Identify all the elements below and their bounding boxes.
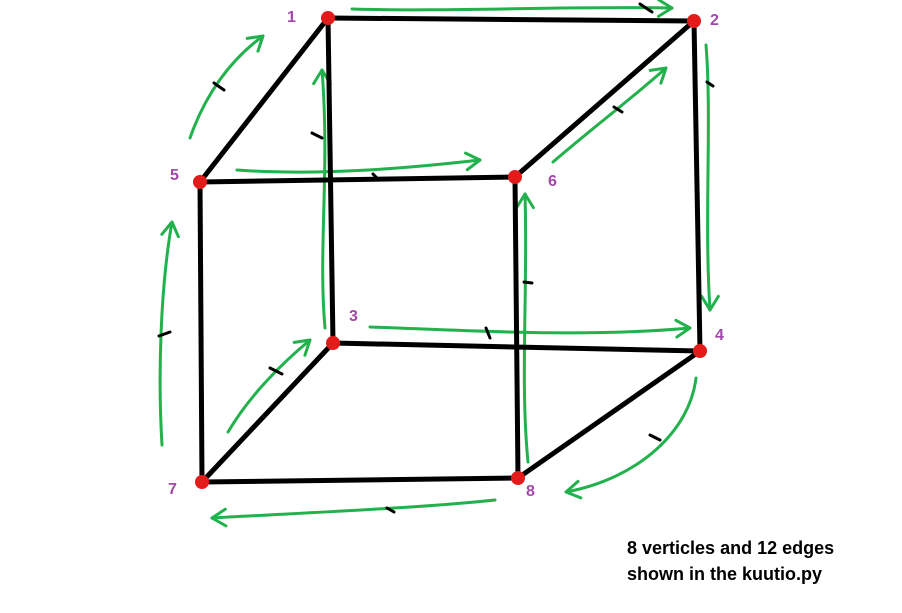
- edge-5-1: [197, 15, 331, 185]
- direction-arrow-9: [368, 318, 692, 339]
- edge-tick-4: [371, 172, 381, 182]
- edge-tick-10: [385, 506, 396, 514]
- edge-tick-1: [638, 2, 654, 14]
- vertex-label-5: 5: [170, 167, 179, 184]
- edge-3-4: [330, 340, 703, 354]
- edge-8-7: [199, 475, 521, 485]
- vertex-label-8: 8: [526, 483, 535, 500]
- edge-tick-9: [268, 366, 284, 376]
- edge-7-3: [199, 340, 336, 485]
- vertex-label-3: 3: [349, 308, 358, 325]
- cube-edges: [197, 15, 703, 485]
- vertex-labels: 1 2 3 4 5 6 7 8: [168, 9, 724, 500]
- vertex-label-1: 1: [287, 9, 296, 26]
- vertex-label-6: 6: [548, 173, 557, 190]
- edge-tick-11: [648, 433, 662, 442]
- vertex-4: [693, 344, 707, 358]
- direction-arrow-6: [551, 66, 668, 164]
- edge-tick-12: [212, 81, 226, 92]
- vertex-6: [508, 170, 522, 184]
- vertex-label-4: 4: [715, 327, 724, 344]
- direction-arrow-11: [564, 376, 698, 500]
- vertex-3: [326, 336, 340, 350]
- caption-line-1: 8 verticles and 12 edges: [627, 538, 834, 558]
- edge-7-5: [197, 179, 205, 485]
- edge-tick-7: [484, 326, 492, 340]
- edge-tick-5: [310, 131, 324, 140]
- cube-vertices: [193, 11, 707, 489]
- direction-arrows: [158, 0, 720, 528]
- edge-1-2: [325, 15, 697, 24]
- edge-2-6: [512, 18, 697, 180]
- edge-tick-3: [612, 105, 624, 114]
- caption-line-2: shown in the kuutio.py: [627, 564, 822, 584]
- direction-arrow-10: [226, 338, 312, 434]
- edge-4-8: [515, 348, 703, 481]
- vertex-label-2: 2: [710, 12, 719, 29]
- edge-tick-2: [705, 80, 715, 88]
- vertex-1: [321, 11, 335, 25]
- direction-arrow-12: [210, 498, 497, 528]
- vertex-label-7: 7: [168, 481, 177, 498]
- edge-5-6: [197, 174, 518, 185]
- vertex-2: [687, 14, 701, 28]
- vertex-8: [511, 471, 525, 485]
- edge-2-4: [691, 18, 703, 354]
- edge-tick-6: [522, 280, 534, 285]
- direction-arrow-2: [700, 43, 720, 312]
- direction-arrow-4: [235, 151, 482, 174]
- vertex-5: [193, 175, 207, 189]
- direction-arrow-3: [188, 34, 265, 140]
- edge-ticks: [157, 2, 715, 514]
- vertex-7: [195, 475, 209, 489]
- edge-6-8: [512, 174, 521, 481]
- edge-tick-8: [157, 330, 172, 338]
- direction-arrow-1: [350, 0, 674, 18]
